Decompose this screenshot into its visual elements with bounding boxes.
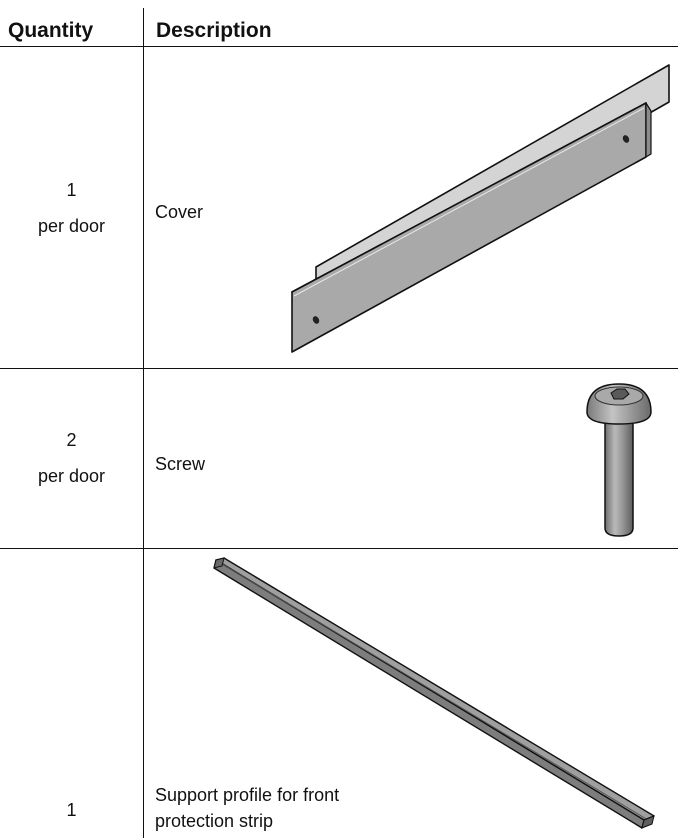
row-1-description: Cover — [155, 202, 204, 222]
column-divider — [143, 8, 144, 838]
row-3-description: Support profile for front protection str… — [155, 782, 339, 834]
support-profile-icon — [213, 557, 655, 829]
row-divider-1 — [0, 368, 678, 369]
quantity-header: Quantity — [8, 19, 94, 42]
header-divider — [0, 46, 678, 47]
row-1-quantity-unit: per door — [37, 216, 106, 236]
row-2-quantity-value: 2 — [66, 430, 77, 450]
row-divider-2 — [0, 548, 678, 549]
row-2-quantity-unit: per door — [37, 466, 106, 486]
screw-icon — [586, 383, 652, 537]
cover-profile-icon — [291, 64, 670, 353]
description-header: Description — [156, 19, 272, 42]
row-3-quantity-value: 1 — [66, 800, 77, 820]
row-2-quantity: 2 per door — [0, 422, 143, 494]
row-1-quantity-value: 1 — [66, 180, 77, 200]
row-2-description: Screw — [155, 454, 206, 474]
row-3-description-line-2: protection strip — [155, 811, 274, 831]
row-3-description-line-1: Support profile for front — [155, 785, 340, 805]
row-1-quantity: 1 per door — [0, 172, 143, 244]
row-3-quantity: 1 — [0, 792, 143, 828]
